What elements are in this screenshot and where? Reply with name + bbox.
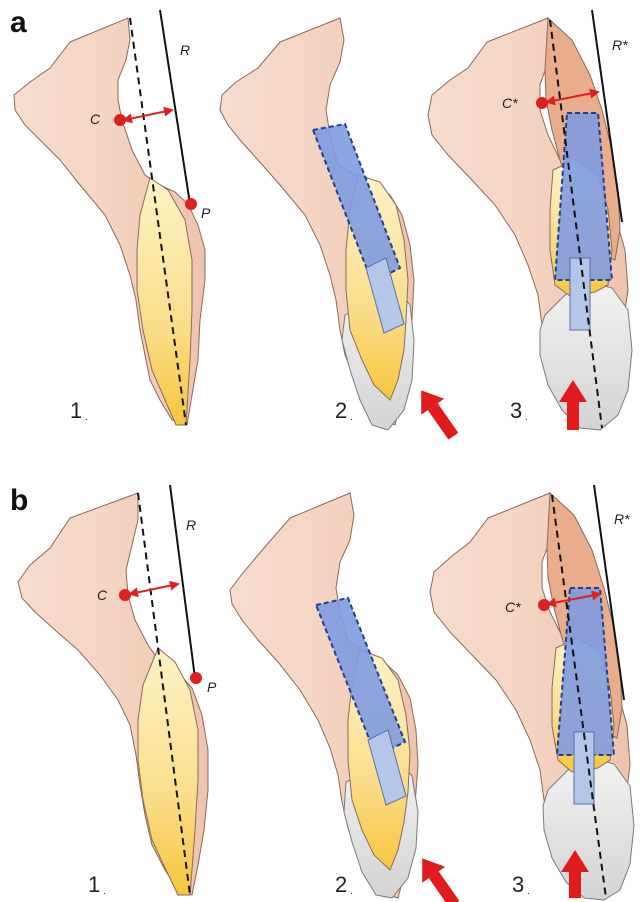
point-P-marker [190,672,202,684]
step-number: 2 [335,398,347,423]
label-P: P [207,679,217,695]
abutment [570,258,590,330]
label-C: C [90,111,101,127]
panel-a-step-3: C* R* 3 . [428,10,632,430]
panel-b-step-3: C* R* 3 . [430,485,634,900]
point-C-star-marker [538,599,550,611]
label-R-star: R* [614,511,630,527]
label-R-star: R* [612,37,628,53]
label-R: R [180,42,190,58]
point-P-marker [185,198,197,210]
step-dot: . [85,412,88,423]
point-C-marker [119,589,131,601]
distance-arrow [130,584,178,594]
panel-b-letter: b [10,484,28,517]
step-number: 3 [512,872,524,897]
point-C-marker [114,114,126,126]
label-C: C [97,587,108,603]
step-dot: . [527,886,530,897]
step-number: 2 [335,872,347,897]
panel-b-step-1: C P R 1 . [18,485,217,897]
step-dot: . [103,886,106,897]
step-dot: . [525,412,528,423]
label-C-star: C* [505,599,521,615]
step-dot: . [350,412,353,423]
step-dot: . [350,886,353,897]
step-number: 3 [510,398,522,423]
step-number: 1 [70,398,82,423]
label-P: P [201,205,211,221]
panel-b-step-2: 2 . [230,493,466,902]
label-C-star: C* [502,95,518,111]
reference-line-R [160,10,190,204]
force-arrow [411,850,466,902]
force-arrow [410,382,465,444]
label-R: R [186,517,196,533]
panel-a-step-1: C P R 1 . [14,10,211,425]
reference-line-R [170,485,195,678]
step-number: 1 [88,872,100,897]
panel-a-step-2: 2 . [220,18,465,444]
distance-arrow [124,110,172,120]
panel-a-letter: a [10,6,27,39]
point-C-star-marker [536,97,548,109]
